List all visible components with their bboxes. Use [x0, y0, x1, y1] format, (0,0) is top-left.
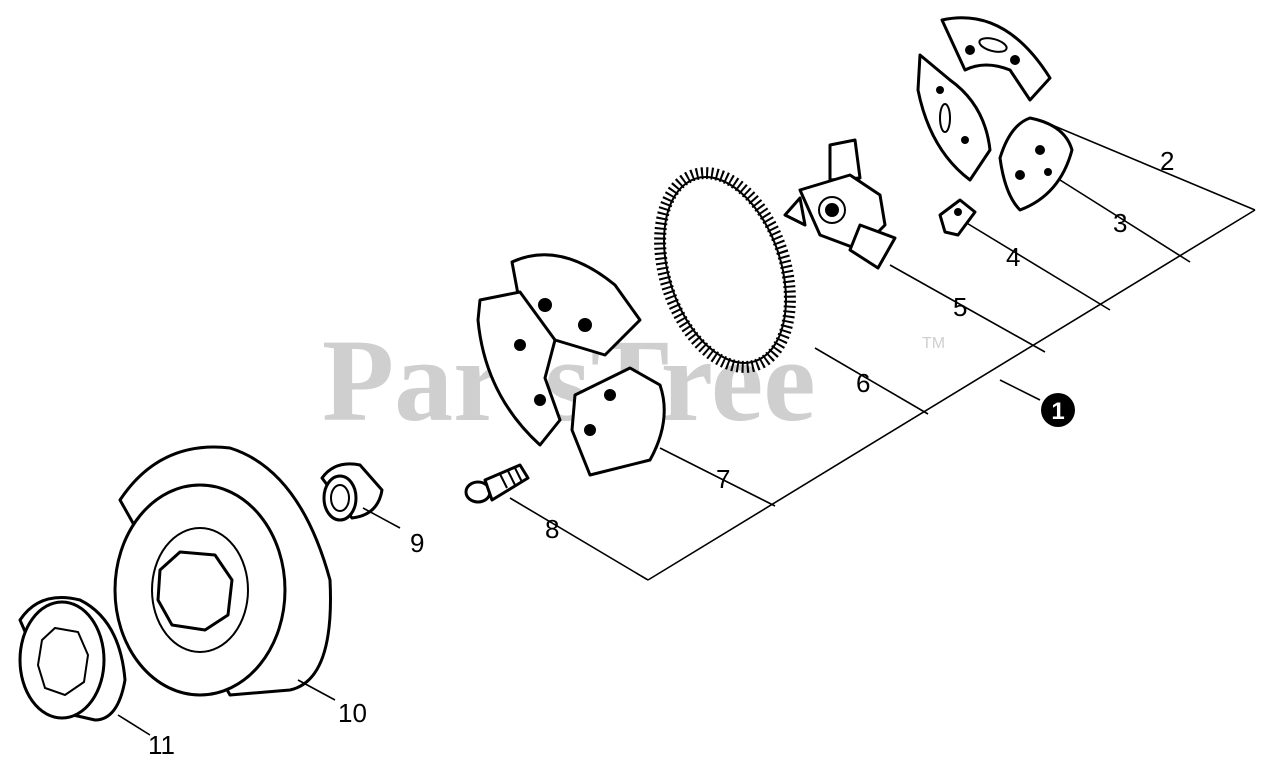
callout-11: 11 [148, 730, 175, 760]
watermark-trademark: TM [922, 335, 945, 352]
leader-11 [117, 714, 151, 736]
clutch-spring-part-6[interactable] [637, 156, 813, 383]
callout-8: 8 [545, 514, 559, 544]
leader-10 [297, 679, 336, 701]
callout-3: 3 [1113, 208, 1127, 238]
rim-sprocket-part-11[interactable] [18, 596, 127, 722]
needle-bearing-part-9[interactable] [320, 462, 384, 522]
spring-clip-part-4[interactable] [938, 198, 977, 237]
callout-9: 9 [410, 528, 424, 558]
clutch-shoes-part-7[interactable] [476, 253, 666, 477]
assembly-badge[interactable]: 1 [1041, 393, 1075, 427]
assembly-bracket [509, 119, 1256, 581]
callout-6: 6 [856, 368, 870, 398]
clutch-hub-part-5[interactable] [783, 138, 897, 270]
clutch-plate-part-2[interactable] [940, 16, 1052, 102]
plate-part-3[interactable] [998, 116, 1074, 212]
bolt-part-8[interactable] [464, 463, 530, 504]
callout-4: 4 [1006, 242, 1020, 272]
callout-10: 10 [338, 698, 367, 728]
callout-5: 5 [953, 292, 967, 322]
callout-7: 7 [716, 464, 730, 494]
clutch-drum-part-10[interactable] [113, 445, 332, 697]
assembly-badge-label: 1 [1051, 398, 1064, 425]
leader-9 [362, 507, 401, 529]
callout-2: 2 [1160, 146, 1174, 176]
clutch-plate-part-2b[interactable] [916, 53, 992, 182]
